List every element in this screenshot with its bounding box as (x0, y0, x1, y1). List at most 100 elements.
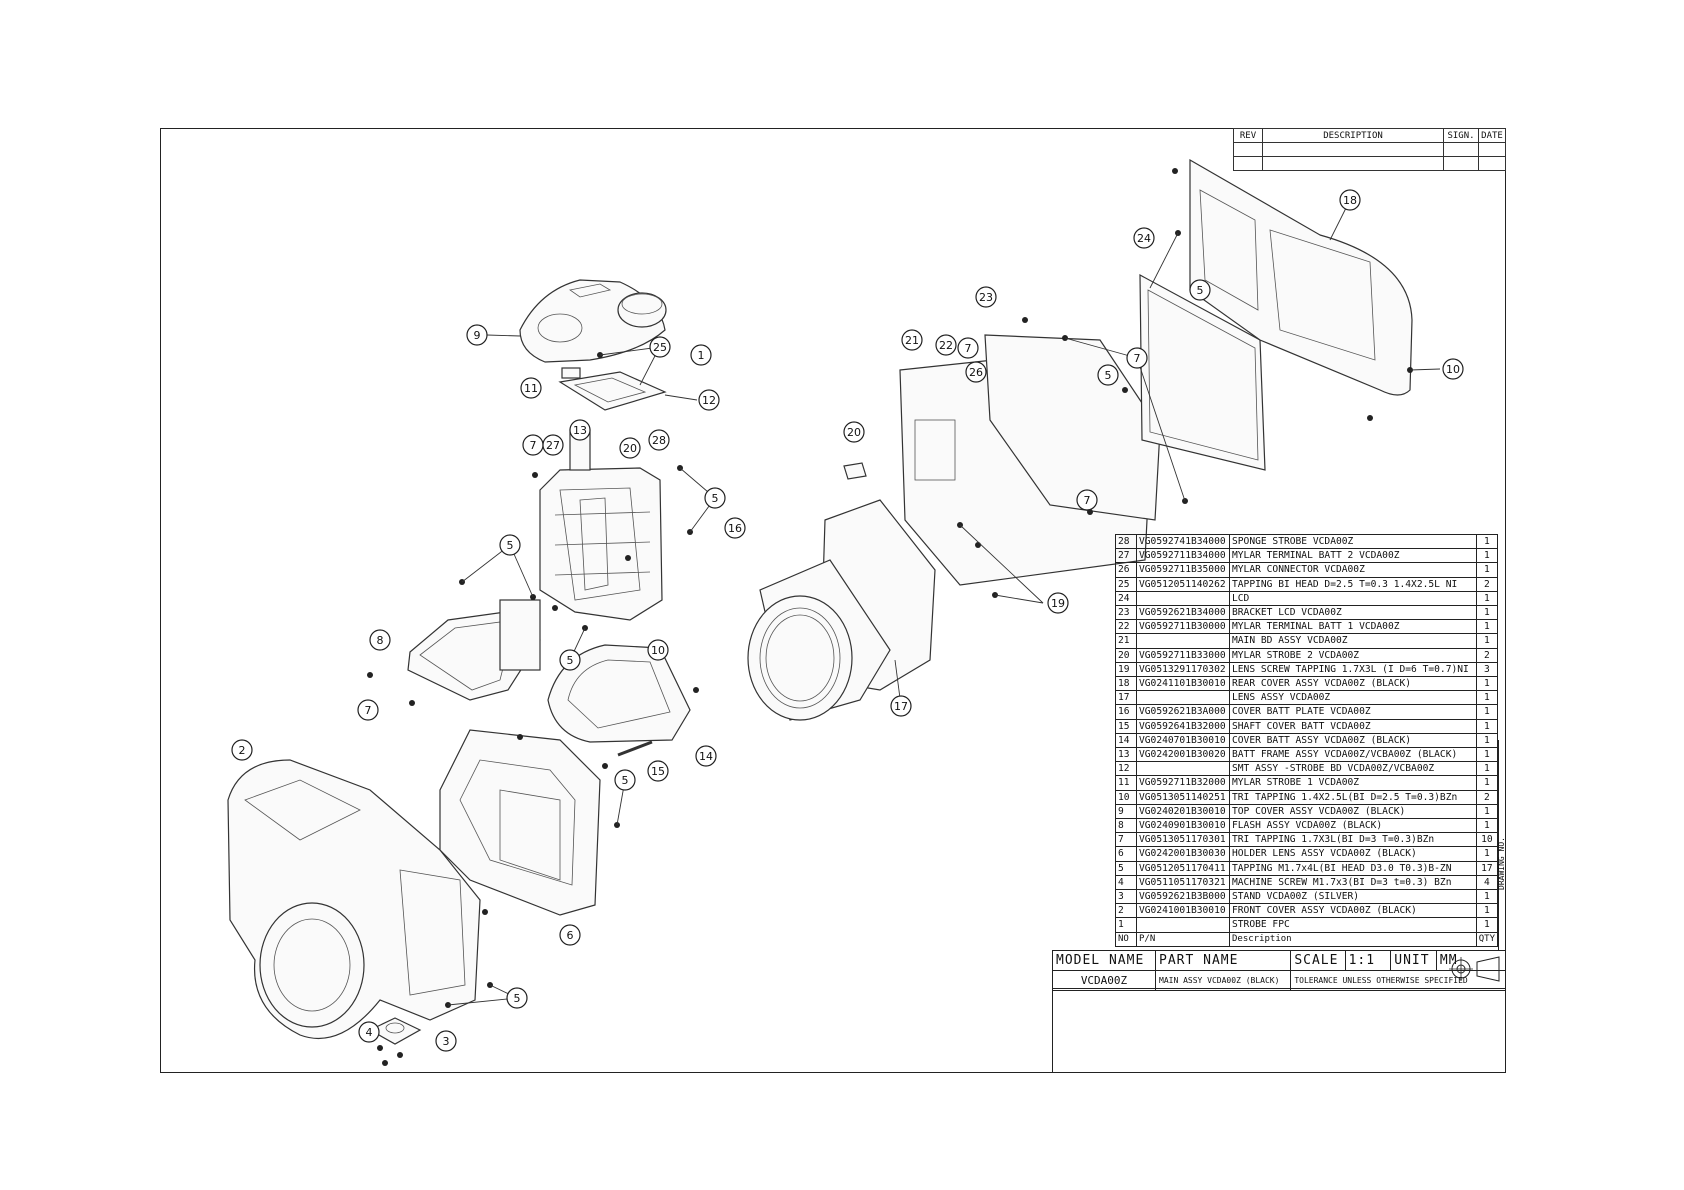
bom-cell-no: 1 (1115, 917, 1137, 933)
bom-cell-no: 22 (1115, 619, 1137, 635)
callout-label: 7 (530, 439, 537, 452)
callout-label: 7 (365, 704, 372, 717)
callout-25: 25 (649, 336, 671, 358)
bom-cell-qty: 2 (1475, 647, 1499, 663)
bom-cell-desc: TAPPING BI HEAD D=2.5 T=0.3 1.4X2.5L NI (1229, 576, 1477, 592)
callout-7: 7 (522, 434, 544, 456)
callout-label: 4 (366, 1026, 373, 1039)
bom-cell-desc: HOLDER LENS ASSY VCDA00Z (BLACK) (1229, 846, 1477, 862)
callout-10: 10 (647, 639, 669, 661)
callout-label: 26 (969, 366, 983, 379)
bom-cell-desc: MYLAR TERMINAL BATT 1 VCDA00Z (1229, 619, 1477, 635)
bom-cell-pn (1136, 690, 1230, 706)
bom-cell-desc: TRI TAPPING 1.7X3L(BI D=3 T=0.3)BZn (1229, 832, 1477, 848)
top-cover-part (519, 279, 667, 363)
callout-7: 7 (957, 337, 979, 359)
bom-cell-desc: MYLAR CONNECTOR VCDA00Z (1229, 562, 1477, 578)
callout-16: 16 (724, 517, 746, 539)
drawing-no-column: DRAWING NO. (1497, 740, 1507, 950)
callout-28: 28 (648, 429, 670, 451)
callout-5: 5 (1097, 364, 1119, 386)
callout-5: 5 (1189, 279, 1211, 301)
callout-22: 22 (935, 334, 957, 356)
bom-cell-qty: 2 (1475, 576, 1499, 592)
bom-cell-qty: 2 (1475, 789, 1499, 805)
bom-cell-pn: VG0513051170301 (1136, 832, 1230, 848)
callout-label: 6 (567, 929, 574, 942)
bom-cell-desc: SPONGE STROBE VCDA00Z (1229, 533, 1477, 550)
bom-cell-no: 26 (1115, 562, 1137, 578)
bom-cell-no: 23 (1115, 605, 1137, 621)
bom-cell-pn: VG0240201B30010 (1136, 803, 1230, 820)
bom-cell-qty: 17 (1475, 860, 1499, 876)
callout-18: 18 (1339, 189, 1361, 211)
callout-label: 7 (1084, 494, 1091, 507)
bom-cell-no: 8 (1115, 818, 1137, 834)
bom-cell-no: 19 (1115, 661, 1137, 678)
callout-15: 15 (647, 760, 669, 782)
bom-cell-qty: 3 (1475, 661, 1499, 678)
bom-cell-desc: STROBE FPC (1229, 917, 1477, 933)
callout-label: 2 (239, 744, 246, 757)
bom-cell-qty: 1 (1475, 846, 1499, 862)
callout-label: 24 (1137, 232, 1151, 245)
bom-cell-desc: TOP COVER ASSY VCDA00Z (BLACK) (1229, 803, 1477, 820)
bom-cell-pn: VG0592711B34000 (1136, 548, 1230, 564)
holder-lens-part (439, 729, 601, 916)
bom-cell-qty: 1 (1475, 718, 1499, 734)
bom-cell-pn: VG0592711B33000 (1136, 647, 1230, 663)
callout-7: 7 (1076, 489, 1098, 511)
callout-5: 5 (506, 987, 528, 1009)
bom-cell-pn: VG0592621B3A000 (1136, 704, 1230, 720)
bom-cell-desc: SMT ASSY -STROBE BD VCDA00Z/VCBA00Z (1229, 761, 1477, 777)
bom-cell-qty: 1 (1475, 690, 1499, 706)
callout-21: 21 (901, 329, 923, 351)
bom-cell-no: 20 (1115, 647, 1137, 663)
callout-17: 17 (890, 695, 912, 717)
callout-label: 7 (1134, 352, 1141, 365)
bom-cell-qty: 1 (1475, 590, 1499, 607)
bom-cell-no: 15 (1115, 718, 1137, 734)
bom-cell-pn: VG0513291170302 (1136, 661, 1230, 678)
callout-7: 7 (357, 699, 379, 721)
bom-cell-desc: MYLAR TERMINAL BATT 2 VCDA00Z (1229, 548, 1477, 564)
callout-label: 1 (698, 349, 705, 362)
bom-cell-desc: SHAFT COVER BATT VCDA00Z (1229, 718, 1477, 734)
callout-24: 24 (1133, 227, 1155, 249)
bom-cell-desc: LCD (1229, 590, 1477, 607)
bom-cell-pn: VG0592641B32000 (1136, 718, 1230, 734)
bom-cell-no: 9 (1115, 803, 1137, 820)
flash-assy-part (407, 599, 541, 701)
callout-label: 8 (377, 634, 384, 647)
bom-cell-no: 25 (1115, 576, 1137, 592)
callout-5: 5 (704, 487, 726, 509)
callout-label: 5 (507, 539, 514, 552)
bom-cell-pn: VG0513051140251 (1136, 789, 1230, 805)
callout-label: 11 (524, 382, 538, 395)
callout-label: 7 (965, 342, 972, 355)
callout-2: 2 (231, 739, 253, 761)
bom-cell-no: 4 (1115, 874, 1137, 891)
callout-4: 4 (358, 1021, 380, 1043)
callout-27: 27 (542, 434, 564, 456)
battery-frame-part (539, 429, 663, 621)
bom-cell-qty: 1 (1475, 732, 1499, 749)
callout-label: 5 (712, 492, 719, 505)
bom-cell-desc: LENS SCREW TAPPING 1.7X3L (I D=6 T=0.7)N… (1229, 661, 1477, 678)
bom-cell-desc: BRACKET LCD VCDA00Z (1229, 605, 1477, 621)
bom-cell-qty: 1 (1475, 889, 1499, 905)
battery-cover-part (547, 644, 691, 743)
callout-7: 7 (1126, 347, 1148, 369)
